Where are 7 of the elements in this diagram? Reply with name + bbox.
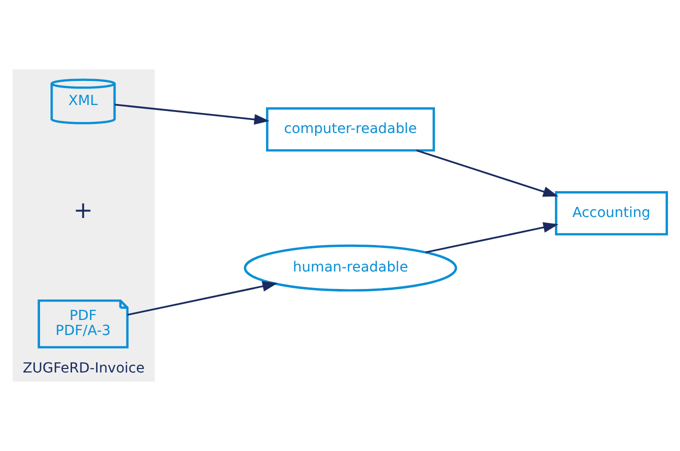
node-box: computer-readable bbox=[266, 107, 435, 152]
label: + bbox=[73, 196, 93, 224]
node-box: Accounting bbox=[554, 191, 668, 236]
arrow bbox=[416, 150, 558, 197]
arrow bbox=[127, 281, 278, 316]
arrow bbox=[426, 222, 558, 254]
arrow bbox=[114, 104, 270, 125]
